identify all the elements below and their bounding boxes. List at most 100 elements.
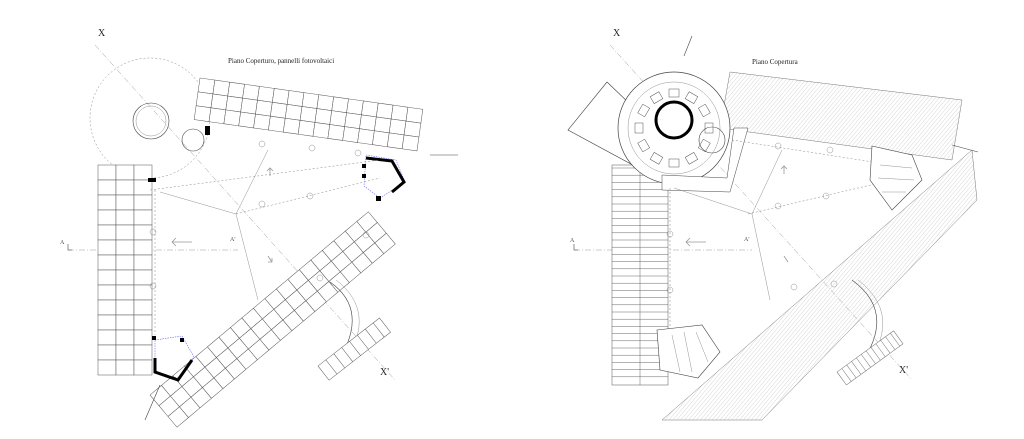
balcony-divider bbox=[365, 328, 377, 344]
balcony-divider bbox=[341, 347, 353, 362]
left-axis-x-label: X bbox=[98, 28, 106, 39]
solar-panel bbox=[97, 269, 117, 286]
balcony-divider bbox=[856, 357, 867, 371]
balcony-divider bbox=[890, 333, 901, 347]
solar-panel bbox=[297, 120, 316, 137]
solar-panel bbox=[388, 118, 407, 136]
solar-panel bbox=[115, 209, 135, 226]
tower-annex-block bbox=[661, 127, 749, 193]
balcony-divider bbox=[885, 336, 896, 350]
solar-panel bbox=[97, 194, 117, 211]
tower-seat bbox=[668, 88, 680, 98]
solar-panel bbox=[257, 86, 275, 103]
balcony-divider bbox=[880, 340, 891, 354]
solar-panel bbox=[133, 179, 153, 196]
right-axis-a-label: A bbox=[570, 238, 575, 244]
solar-panel bbox=[403, 120, 422, 138]
solar-panel bbox=[115, 299, 135, 316]
solar-panel bbox=[97, 224, 117, 241]
stair-core-bottom bbox=[152, 335, 195, 382]
solar-panel bbox=[97, 209, 117, 226]
solar-panel bbox=[270, 102, 288, 119]
solar-panel bbox=[133, 239, 153, 256]
solar-panel bbox=[212, 79, 230, 97]
left-plan-drawing: Piano Coperturo, pannelli fotovoltaici X… bbox=[60, 28, 458, 428]
balcony-divider bbox=[865, 350, 876, 364]
solar-panel bbox=[357, 128, 375, 145]
solar-panel bbox=[272, 88, 290, 105]
left-axis-x-prime-label: X' bbox=[380, 367, 389, 378]
tower-seat bbox=[649, 152, 664, 165]
right-roof-plan-sheet: Piano Copertura X X' A A' · · · bbox=[512, 0, 1024, 439]
balcony-divider bbox=[851, 361, 862, 375]
balcony-divider bbox=[861, 354, 871, 368]
solar-panel bbox=[133, 359, 153, 376]
solar-panel bbox=[240, 97, 258, 115]
solar-panel bbox=[284, 104, 303, 121]
solar-panel bbox=[97, 299, 117, 316]
solar-panel bbox=[133, 314, 153, 331]
balcony-divider bbox=[372, 322, 385, 338]
left-panel-array bbox=[97, 164, 153, 376]
lower-balcony-grid bbox=[317, 317, 391, 381]
tower-outline-dashed bbox=[89, 57, 211, 179]
section-mark-a bbox=[67, 244, 72, 251]
solar-panel bbox=[210, 93, 229, 111]
solar-panel bbox=[115, 164, 135, 181]
solar-panel bbox=[115, 269, 135, 286]
solar-panel bbox=[97, 314, 117, 331]
solar-panel bbox=[97, 359, 117, 376]
solar-panel bbox=[115, 344, 135, 361]
solar-panel bbox=[115, 314, 135, 331]
right-axis-x-label: X bbox=[613, 28, 621, 39]
balcony-divider bbox=[325, 359, 338, 375]
right-lower-balcony bbox=[836, 330, 904, 386]
solar-panel bbox=[342, 126, 360, 143]
tower-seat bbox=[698, 103, 711, 118]
diagonal-hatched-roof bbox=[661, 149, 978, 421]
tower-seat bbox=[684, 91, 699, 104]
tower-inner-ring bbox=[135, 105, 167, 137]
right-axis-x-prime-label: X' bbox=[899, 365, 908, 376]
round-tower: · · · bbox=[567, 35, 731, 185]
balcony-divider bbox=[333, 353, 346, 369]
solar-panel bbox=[193, 105, 212, 122]
left-axis-a-label: A bbox=[60, 240, 65, 246]
solar-panel bbox=[405, 106, 424, 124]
inner-structure-lines bbox=[159, 149, 269, 215]
solar-panel bbox=[197, 77, 216, 95]
solar-panel bbox=[133, 299, 153, 316]
solar-panel bbox=[282, 117, 301, 135]
tower-seat bbox=[698, 138, 711, 153]
solar-panel bbox=[115, 284, 135, 301]
solar-panel bbox=[390, 104, 409, 122]
solar-panel bbox=[225, 95, 243, 113]
solar-panel bbox=[195, 91, 214, 109]
right-plan-title: Piano Copertura bbox=[752, 58, 799, 66]
solar-panel bbox=[133, 164, 153, 181]
svg-text:· · ·: · · · bbox=[658, 117, 663, 121]
solar-panel bbox=[314, 108, 333, 125]
solar-panel bbox=[115, 194, 135, 211]
solar-panel bbox=[115, 254, 135, 271]
section-line-x bbox=[94, 44, 396, 381]
solar-panel bbox=[133, 344, 153, 361]
solar-panel bbox=[223, 109, 241, 127]
solar-panel bbox=[97, 344, 117, 361]
tower-seat bbox=[704, 122, 714, 134]
solar-panel bbox=[346, 98, 364, 116]
solar-panel bbox=[312, 122, 331, 139]
small-round-volume bbox=[181, 128, 205, 152]
right-stair-core-bottom bbox=[656, 324, 721, 379]
solar-panel bbox=[97, 329, 117, 346]
solar-panel bbox=[329, 110, 347, 127]
right-stair-core-top bbox=[869, 145, 923, 211]
solar-panel bbox=[133, 209, 153, 226]
left-plan-title: Piano Coperturo, pannelli fotovoltaici bbox=[228, 57, 334, 65]
solar-panel bbox=[97, 254, 117, 271]
balcony-divider bbox=[870, 347, 881, 361]
solar-panel bbox=[115, 329, 135, 346]
solar-panel bbox=[401, 134, 420, 152]
chimney-block bbox=[205, 126, 210, 135]
solar-panel bbox=[374, 116, 392, 134]
